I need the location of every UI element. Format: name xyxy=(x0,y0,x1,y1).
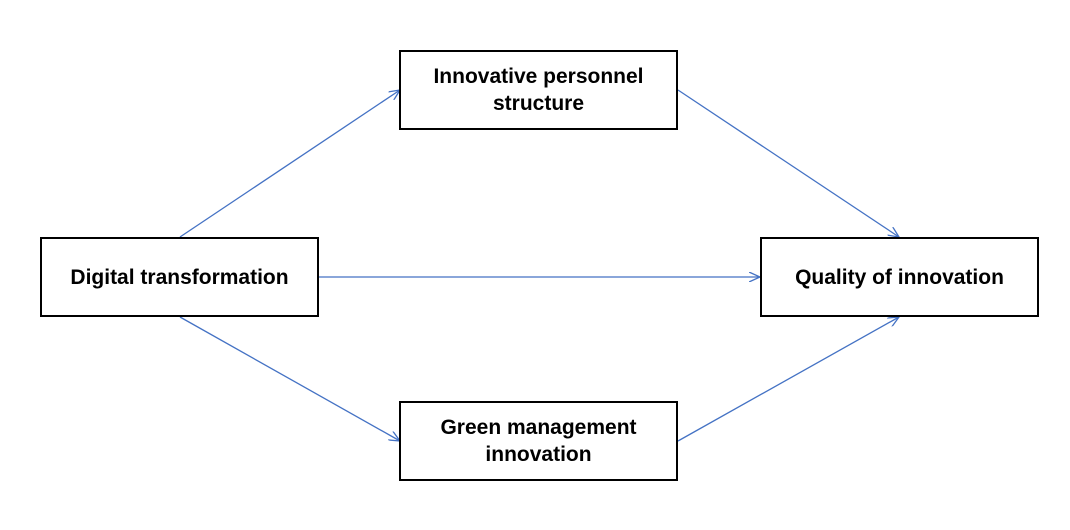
node-label: Quality of innovation xyxy=(795,265,1004,289)
arrow-digital-to-personnel xyxy=(179,90,400,238)
node-innovative-personnel-structure: Innovative personnel structure xyxy=(399,50,678,130)
arrow-green-to-quality xyxy=(677,317,899,442)
node-digital-transformation: Digital transformation xyxy=(40,237,319,317)
node-label: Green management innovation xyxy=(440,416,637,466)
node-green-management-innovation: Green management innovation xyxy=(399,401,678,481)
node-label: Digital transformation xyxy=(70,265,289,289)
arrow-digital-to-green xyxy=(179,316,400,441)
node-quality-of-innovation: Quality of innovation xyxy=(760,237,1039,317)
node-label: Innovative personnel structure xyxy=(433,65,644,115)
arrow-personnel-to-quality xyxy=(677,89,899,237)
